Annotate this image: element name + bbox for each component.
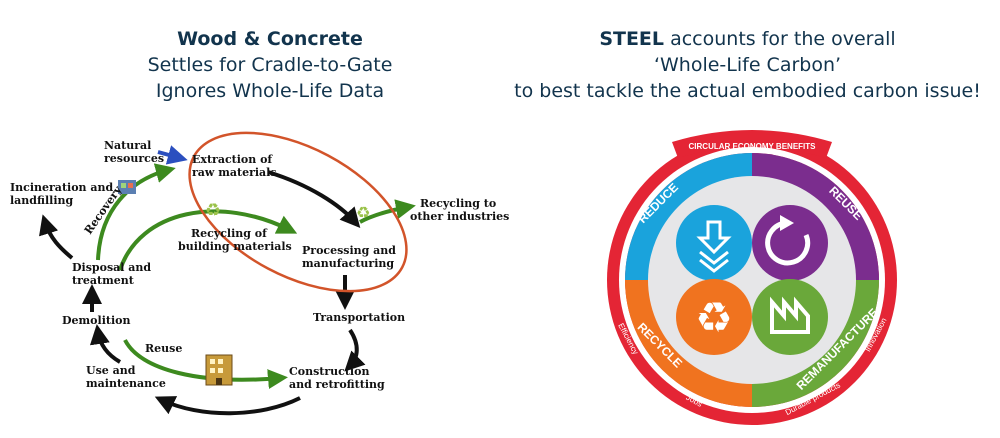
- right-heading-line3: to best tackle the actual embodied carbo…: [514, 80, 981, 102]
- arrow-use-to-demolition: [89, 324, 122, 364]
- reduce-circle: [676, 205, 752, 281]
- left-heading-title: Wood & Concrete: [177, 28, 363, 50]
- right-heading-line2: ‘Whole-Life Carbon’: [653, 54, 842, 76]
- arrow-extraction-to-processing: [267, 170, 361, 228]
- green-reuse-arrow: [123, 339, 288, 390]
- recycling-building-icon: ♻: [205, 200, 221, 221]
- reduce-arrow-icon: [696, 220, 732, 273]
- green-recycling-arrow: [118, 209, 298, 271]
- green-other-industries-arrow: [359, 199, 416, 224]
- reuse-circle: [752, 205, 828, 281]
- circular-economy-wheel: CIRCULAR ECONOMY BENEFITS ♻ REDUCE REUSE…: [594, 130, 911, 425]
- right-heading-line1-rest: accounts for the overall: [664, 28, 896, 50]
- recycling-other-icon: ♻: [356, 203, 370, 222]
- banner-shape: [672, 130, 832, 158]
- natural-resources-arrow: [157, 145, 188, 165]
- left-heading-line3: Ignores Whole-Life Data: [155, 80, 385, 102]
- recovery-icon: [118, 180, 136, 194]
- remanufacture-circle: [752, 279, 828, 355]
- arrow-transport-to-construction: [344, 328, 366, 372]
- right-heading: STEEL accounts for the overall ‘Whole-Li…: [505, 26, 990, 104]
- recycle-circle: [676, 279, 752, 355]
- right-heading-line1: STEEL accounts for the overall: [505, 26, 990, 52]
- banner-text: CIRCULAR ECONOMY BENEFITS: [689, 142, 817, 151]
- reuse-cycle-icon: [765, 215, 811, 266]
- cradle-to-gate-ellipse: [188, 131, 408, 293]
- recycle-icon: ♻: [695, 293, 733, 342]
- remanufacture-icon: [770, 296, 810, 334]
- label-demolition: Demolition: [62, 314, 130, 327]
- left-heading-line2: Settles for Cradle-to-Gate: [147, 54, 393, 76]
- green-recovery-arrow: [96, 163, 176, 261]
- building-icon: [205, 354, 233, 386]
- arrow-construction-to-use: [154, 396, 301, 416]
- left-heading: Wood & Concrete Settles for Cradle-to-Ga…: [40, 26, 500, 104]
- label-reuse: Reuse: [145, 342, 182, 355]
- label-transportation: Transportation: [313, 311, 405, 324]
- arrow-disposal-to-incineration: [39, 214, 74, 260]
- steel-word: STEEL: [599, 28, 665, 50]
